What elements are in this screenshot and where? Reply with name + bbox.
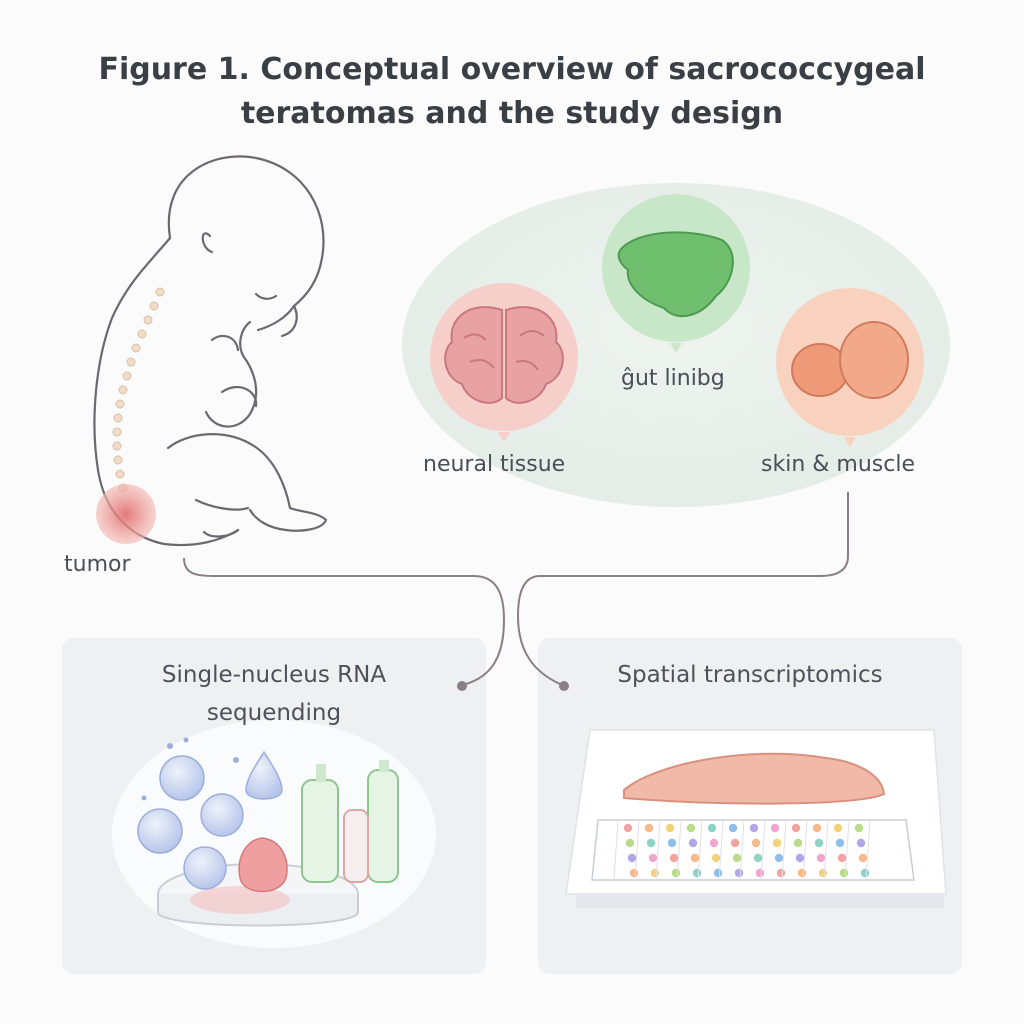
- spatial-spot: [713, 868, 723, 878]
- label-skin-muscle: skin & muscle: [761, 452, 915, 477]
- spatial-spot: [646, 838, 656, 848]
- spatial-grid-line: [697, 819, 703, 881]
- spatial-grid-line: [613, 819, 619, 881]
- spatial-grid-line: [676, 819, 682, 881]
- spatial-spot: [755, 868, 765, 878]
- spatial-spot: [816, 853, 826, 863]
- tumor-mass: [96, 484, 156, 544]
- spatial-grid-line: [865, 819, 871, 881]
- spatial-spot: [648, 853, 658, 863]
- spatial-spot: [812, 823, 822, 833]
- spatial-spot: [774, 853, 784, 863]
- spatial-spot: [837, 853, 847, 863]
- spatial-spot: [650, 868, 660, 878]
- spatial-spot: [776, 868, 786, 878]
- spatial-spot: [730, 838, 740, 848]
- spatial-spot: [839, 868, 849, 878]
- spatial-spot: [751, 838, 761, 848]
- neural-tissue-icon: [430, 283, 578, 442]
- spatial-grid-line: [739, 819, 745, 881]
- spatial-grid-line: [760, 819, 766, 881]
- spatial-spot: [669, 853, 679, 863]
- spatial-spot: [772, 838, 782, 848]
- connector-end-right: [559, 681, 569, 691]
- spatial-spot: [860, 868, 870, 878]
- spatial-spot: [671, 868, 681, 878]
- snrna-title-line1: Single-nucleus RNA: [161, 662, 387, 688]
- connector-end-left: [457, 681, 467, 691]
- figure-title: Figure 1. Conceptual overview of sacroco…: [0, 48, 1024, 136]
- label-tumor: tumor: [64, 552, 131, 577]
- gut-lining-icon: [602, 194, 750, 353]
- spatial-spot: [665, 823, 675, 833]
- spatial-title-line1: Spatial transcriptomics: [617, 662, 883, 688]
- fetus-illustration: [93, 155, 328, 547]
- spatial-spot: [629, 868, 639, 878]
- connector-lines: [183, 492, 849, 685]
- spatial-spot: [711, 853, 721, 863]
- spatial-grid-line: [655, 819, 661, 881]
- spatial-spot: [667, 838, 677, 848]
- spatial-grid-line: [718, 819, 724, 881]
- spatial-spot: [734, 868, 744, 878]
- spatial-illustration: [565, 729, 947, 908]
- spatial-grid-line: [781, 819, 787, 881]
- label-gut-lining: ĝut linibg: [621, 366, 725, 391]
- spatial-spot: [814, 838, 824, 848]
- spatial-spot: [835, 838, 845, 848]
- spatial-spot: [688, 838, 698, 848]
- snrna-panel-title: Single-nucleus RNA sequending: [62, 656, 486, 732]
- spatial-panel-title: Spatial transcriptomics: [538, 656, 962, 694]
- figure-title-line2: teratomas and the study design: [240, 96, 784, 131]
- label-neural-tissue: neural tissue: [423, 452, 566, 477]
- spatial-spot: [625, 838, 635, 848]
- spatial-spot: [623, 823, 633, 833]
- spatial-spot: [709, 838, 719, 848]
- spatial-spot: [627, 853, 637, 863]
- spatial-grid-line: [844, 819, 850, 881]
- snrna-title-line2: sequending: [206, 700, 342, 726]
- skin-muscle-icon: [776, 288, 924, 447]
- spatial-grid-line: [634, 819, 640, 881]
- spatial-spot: [644, 823, 654, 833]
- spatial-spot: [797, 868, 807, 878]
- spatial-spot: [833, 823, 843, 833]
- spine-illustration: [112, 287, 165, 493]
- spatial-spot: [770, 823, 780, 833]
- spatial-spot: [793, 838, 803, 848]
- spatial-spot: [686, 823, 696, 833]
- spatial-spot: [856, 838, 866, 848]
- spatial-spot: [791, 823, 801, 833]
- spatial-grid-line: [823, 819, 829, 881]
- spatial-spot: [749, 823, 759, 833]
- spatial-spot: [707, 823, 717, 833]
- spatial-spot: [795, 853, 805, 863]
- spatial-spot: [854, 823, 864, 833]
- spatial-spot: [728, 823, 738, 833]
- spatial-spot: [690, 853, 700, 863]
- snrna-illustration: [112, 720, 436, 948]
- figure-title-line1: Figure 1. Conceptual overview of sacroco…: [98, 52, 926, 87]
- spatial-spot: [753, 853, 763, 863]
- spatial-spot: [692, 868, 702, 878]
- spatial-spot: [818, 868, 828, 878]
- spatial-grid-line: [802, 819, 808, 881]
- spatial-spot: [732, 853, 742, 863]
- spatial-spot: [858, 853, 868, 863]
